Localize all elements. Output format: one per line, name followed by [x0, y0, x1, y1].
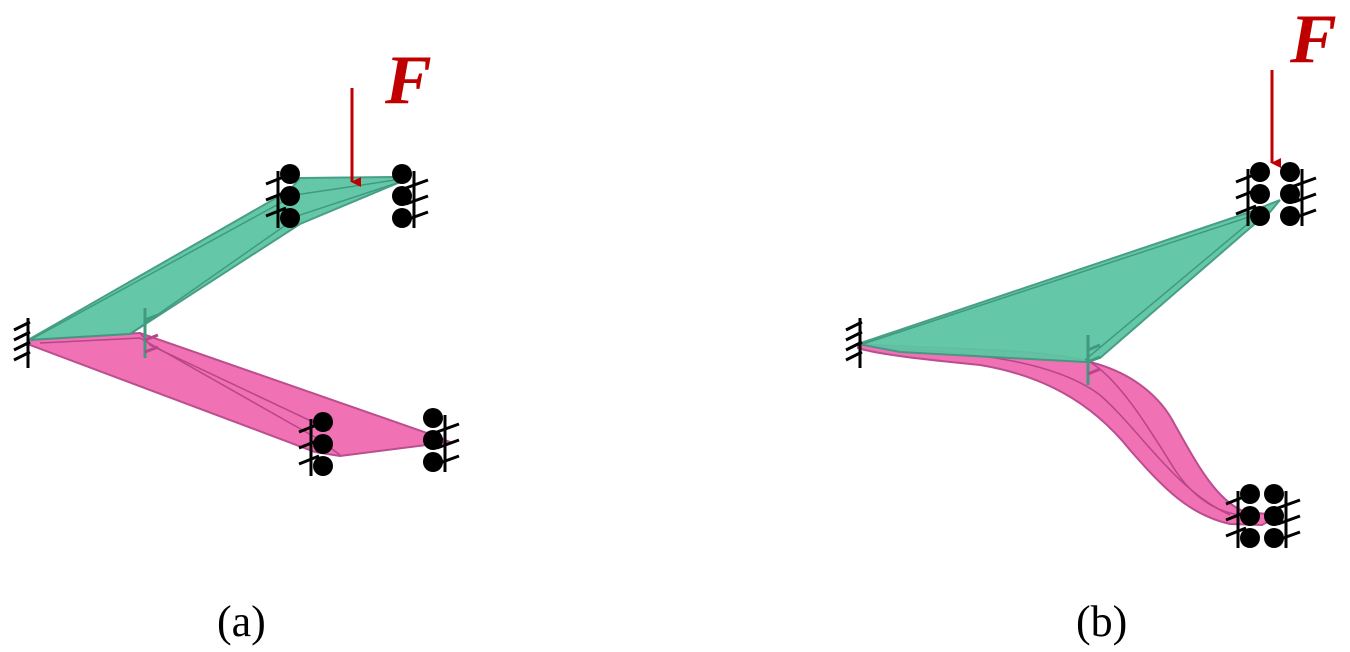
upper-member-b	[854, 199, 1281, 364]
roller-support-icon	[421, 406, 461, 474]
fixed-support-icon	[13, 318, 31, 368]
roller-support-icon	[390, 162, 430, 230]
roller-support-icon	[1262, 482, 1302, 550]
caption-b: (b)	[1076, 597, 1128, 646]
panel-b: F	[845, 1, 1337, 550]
lower-member-a	[26, 331, 454, 458]
inner-fixed-support-icon	[143, 308, 159, 358]
lower-member-b	[857, 342, 1284, 527]
roller-support-icon	[1278, 160, 1318, 228]
force-label-a: F	[384, 42, 432, 119]
panel-a: F	[13, 42, 461, 478]
fixed-support-icon	[845, 318, 863, 368]
inner-fixed-support-icon	[1086, 335, 1101, 385]
force-label-b: F	[1289, 1, 1337, 78]
upper-member-a	[27, 175, 408, 341]
caption-a: (a)	[217, 597, 266, 646]
